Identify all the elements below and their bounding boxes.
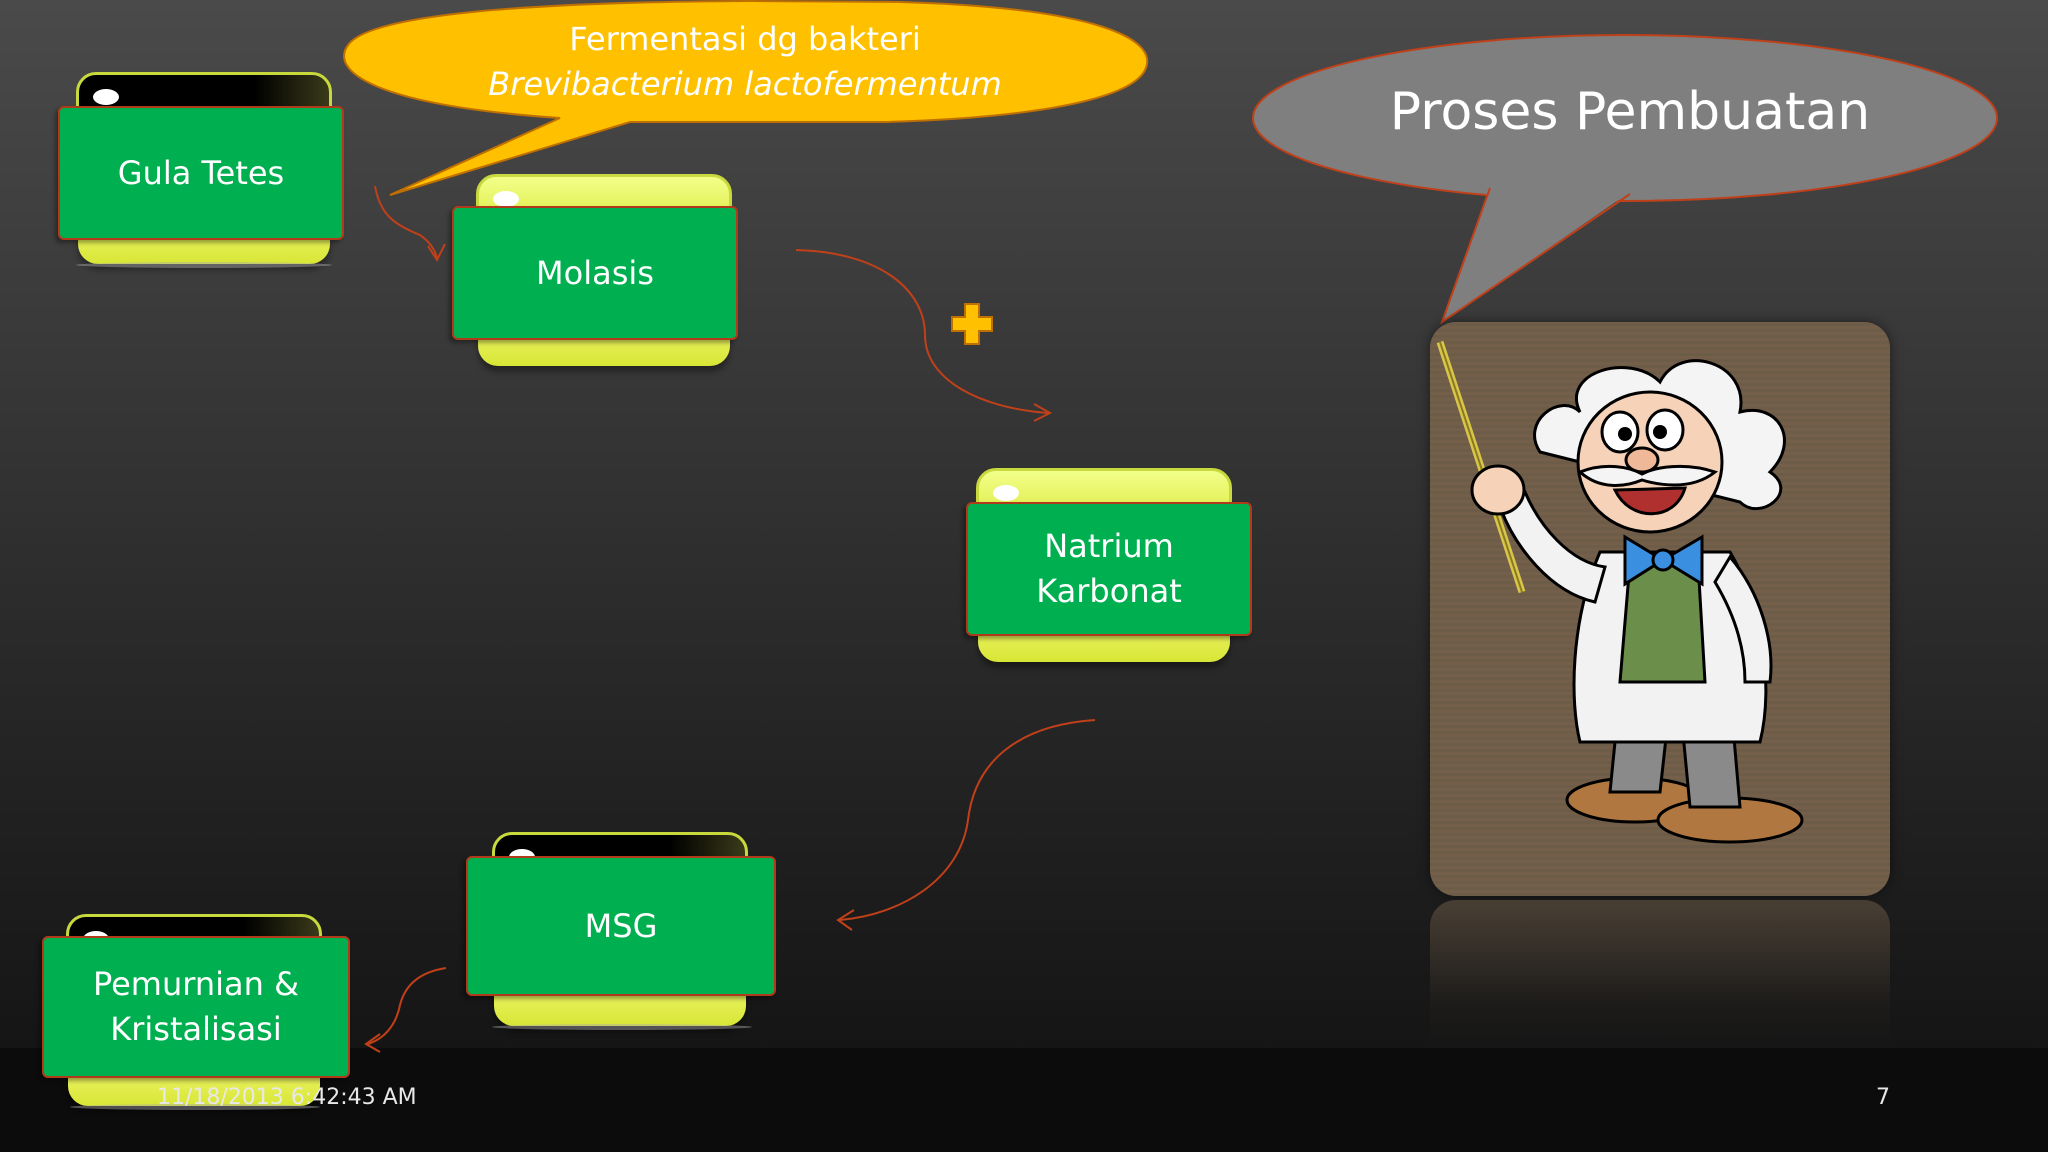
professor-icon [1430, 322, 1890, 896]
footer-date: 11/18/2013 6:42:43 AM [157, 1085, 417, 1110]
page-number: 7 [1876, 1085, 1890, 1110]
professor-illustration [1430, 322, 1890, 896]
professor-reflection [1430, 900, 1890, 1050]
arrow-icon [840, 720, 1095, 920]
arrow-icon [368, 968, 446, 1044]
plus-icon [948, 300, 996, 348]
arrow-icon [796, 250, 1048, 413]
